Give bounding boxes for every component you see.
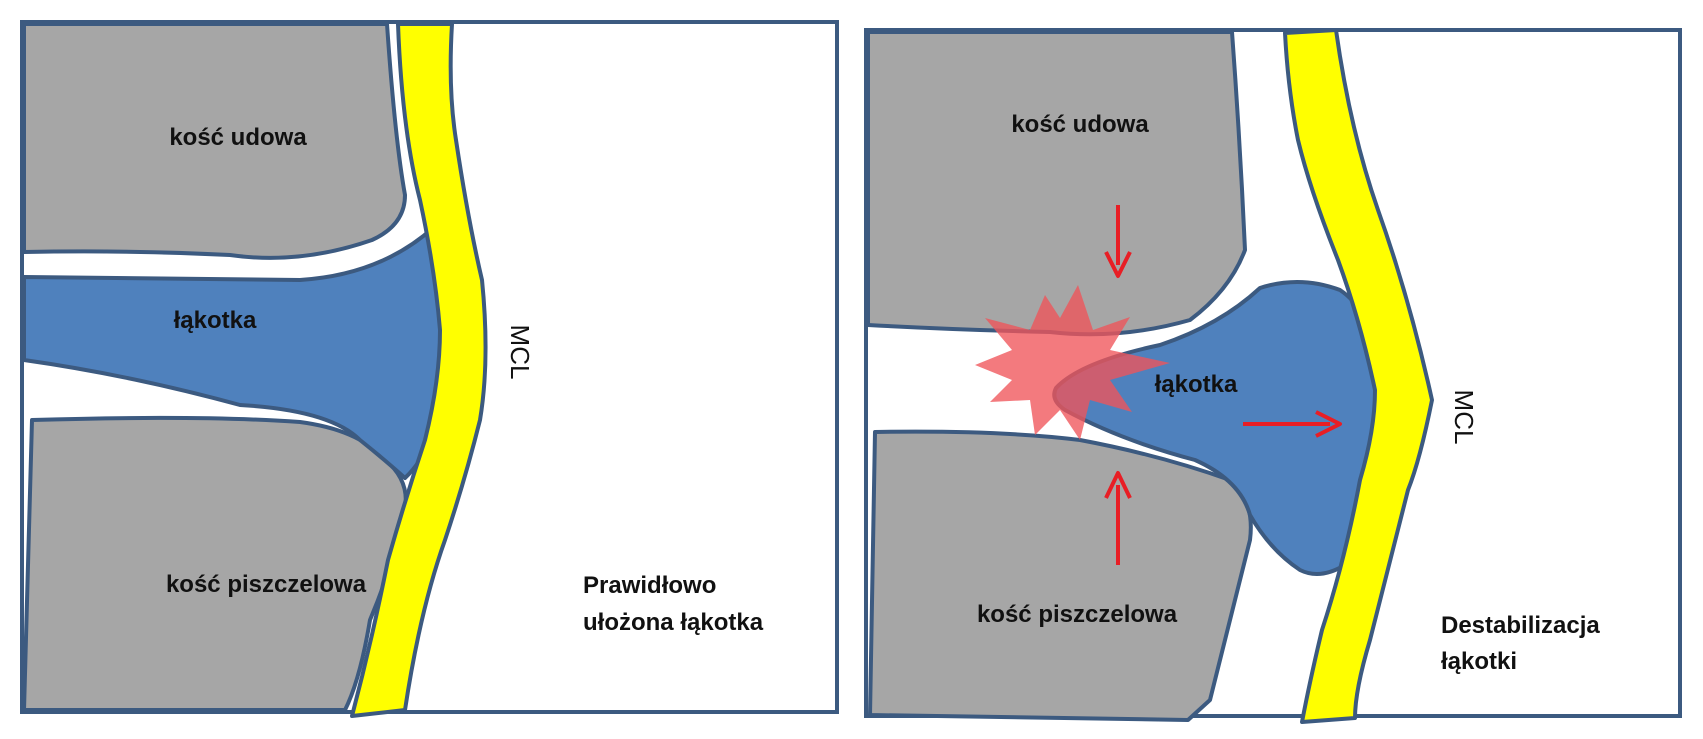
left-mcl-ligament [350,22,488,718]
left-tibia-label: kość piszczelowa [166,571,367,598]
left-mcl-label: MCL [505,325,535,380]
left-tibia [22,415,408,712]
right-mcl-label: MCL [1449,390,1479,445]
compression-arrow-bottom [1104,471,1132,565]
left-femur [22,22,407,260]
right-panel: kość udowa łąkotka kość piszczelowa MCL … [864,28,1682,724]
left-femur-label: kość udowa [169,124,307,151]
right-tibia [868,429,1253,722]
right-femur-label: kość udowa [1011,111,1149,138]
right-meniscus-label: łąkotka [1155,371,1238,398]
displacement-arrow-right [1243,410,1342,438]
left-panel: kość udowa łąkotka kość piszczelowa MCL … [20,20,839,718]
right-caption-line2: łąkotki [1441,648,1517,675]
right-caption-line1: Destabilizacja [1441,612,1600,639]
injury-starburst [975,285,1170,440]
compression-arrow-top [1104,205,1132,278]
left-caption-line1: Prawidłowo [583,572,716,599]
right-femur [866,30,1247,337]
left-caption-line2: ułożona łąkotka [583,609,764,636]
left-meniscus-label: łąkotka [174,307,257,334]
right-mcl-ligament [1283,28,1434,724]
right-tibia-label: kość piszczelowa [977,601,1178,628]
